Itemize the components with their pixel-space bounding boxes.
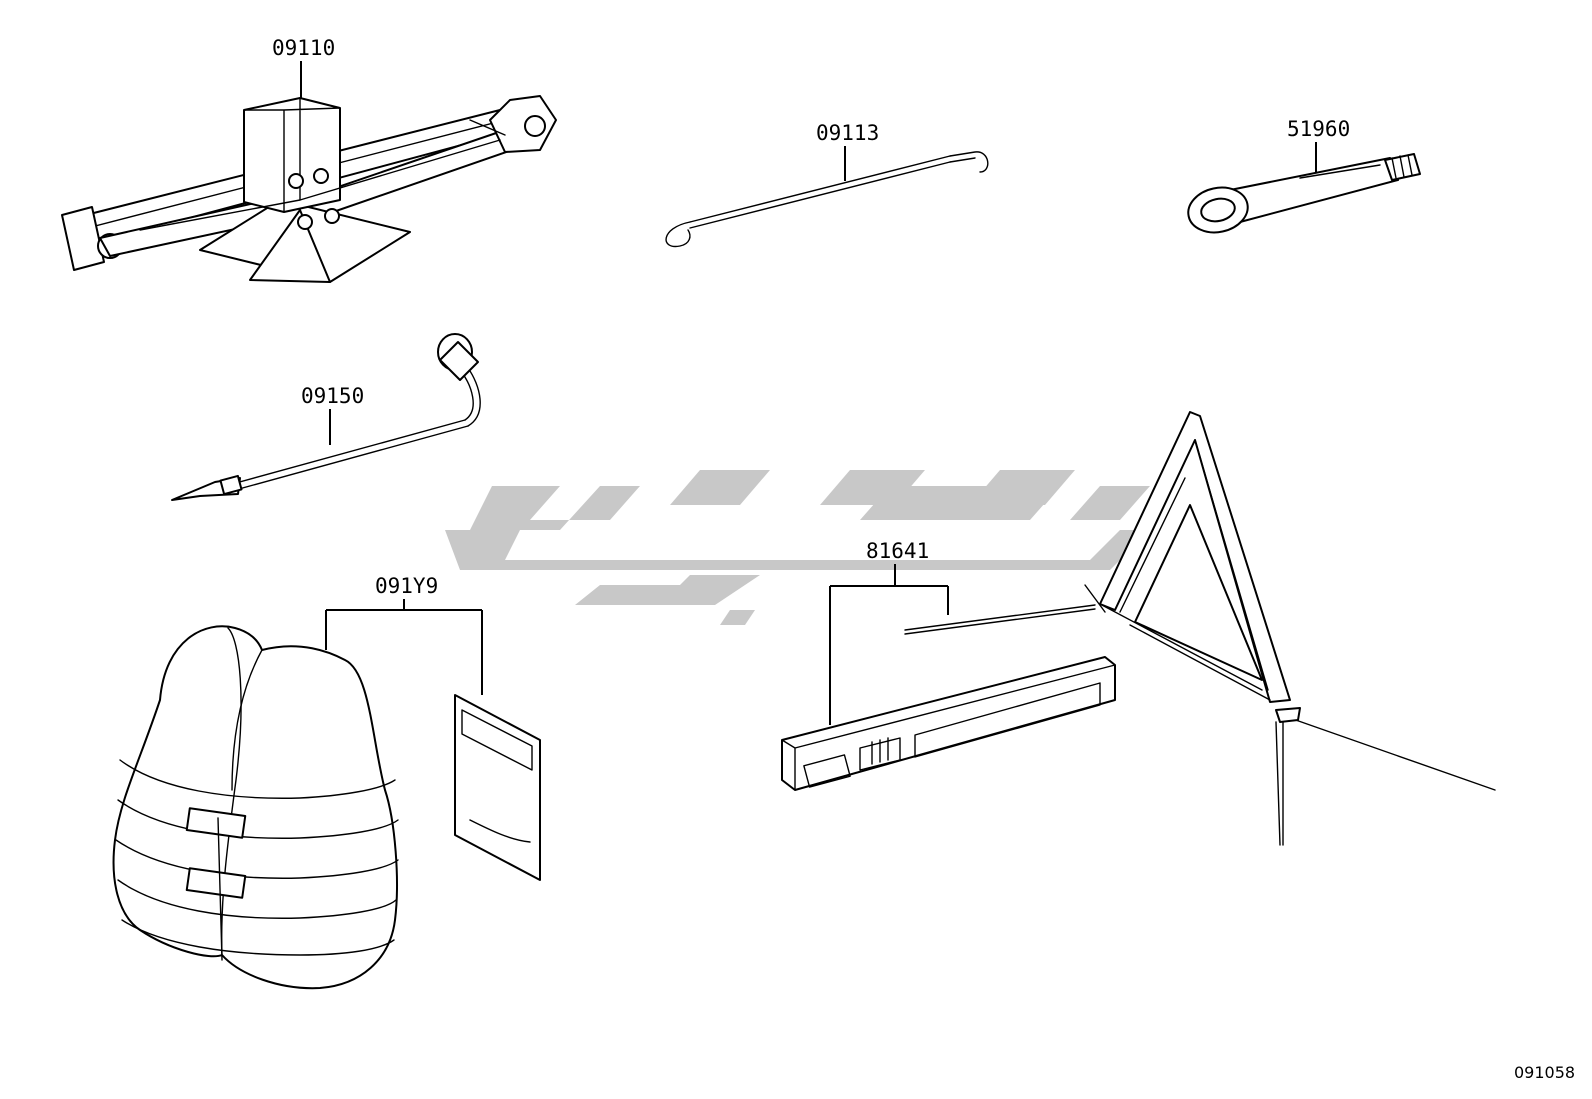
warning-triangle-callout: 81641 xyxy=(829,539,949,725)
document-number: 091058 xyxy=(1514,1063,1575,1082)
triangle-case-icon xyxy=(781,656,1116,791)
jack-handle-callout: 09113 xyxy=(816,121,879,181)
warning-triangle-icon xyxy=(904,411,1496,846)
part-number-jack-handle: 09113 xyxy=(816,121,879,145)
jack-handle-rod-icon xyxy=(665,151,989,248)
part-number-towing-eye: 51960 xyxy=(1287,117,1350,141)
towing-eye-icon xyxy=(1187,153,1421,234)
scissor-jack-icon xyxy=(61,95,557,283)
wheel-nut-wrench-icon xyxy=(171,333,481,501)
vest-pouch-icon xyxy=(454,694,541,881)
part-number-wheel-wrench: 09150 xyxy=(301,384,364,408)
jack-callout: 09110 xyxy=(272,36,335,104)
towing-eye-callout: 51960 xyxy=(1287,117,1350,180)
part-number-safety-vest: 091Y9 xyxy=(375,574,438,598)
watermark-logo-icon xyxy=(445,470,1150,625)
wheel-wrench-callout: 09150 xyxy=(301,384,364,445)
part-number-jack: 09110 xyxy=(272,36,335,60)
safety-vest-callout: 091Y9 xyxy=(325,574,483,695)
safety-vest-icon xyxy=(112,625,399,990)
part-number-warning-triangle: 81641 xyxy=(866,539,929,563)
